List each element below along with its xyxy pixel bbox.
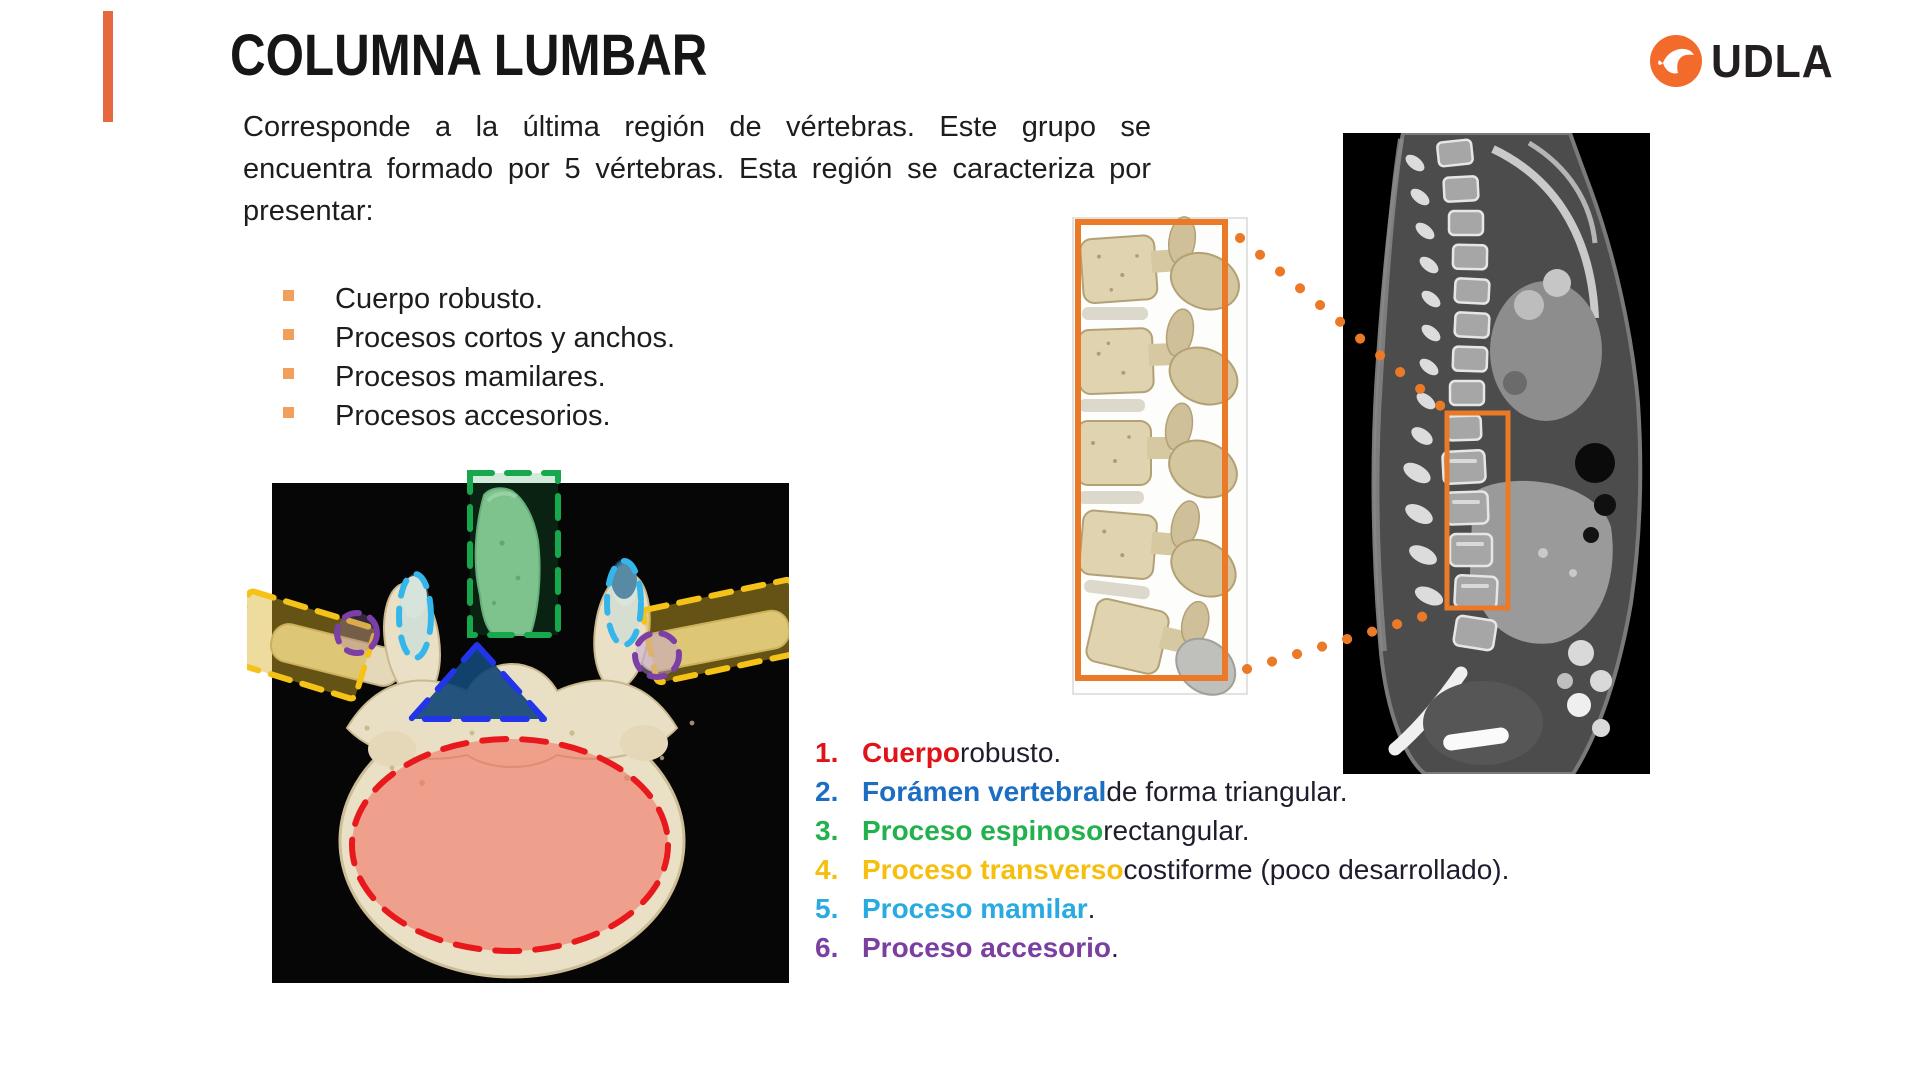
vertebra-annotations [247, 470, 789, 954]
left-transverse-annotation [247, 588, 378, 702]
right-mamillary-annotation [604, 558, 644, 648]
item-term: Cuerpo [862, 737, 960, 768]
bullet-label: Procesos mamilares. [335, 361, 606, 393]
ct-scan-image [1343, 133, 1650, 774]
intro-line: encuentra formado por 5 vértebras. Esta … [243, 153, 1151, 185]
ct-lumbar-highlight [1444, 410, 1511, 611]
intro-line: presentar: [243, 195, 374, 227]
item-rest: de forma triangular. [1106, 776, 1348, 807]
illustration-frame [1075, 219, 1228, 681]
right-accessory-annotation [632, 630, 682, 680]
item-term: Forámen vertebral [862, 776, 1107, 807]
item-number: 5. [815, 893, 839, 924]
list-item: Cuerpo robusto. [283, 281, 803, 320]
spinous-process-annotation [467, 470, 561, 638]
item-rest: robusto. [960, 737, 1062, 768]
item-number: 3. [815, 815, 839, 846]
udla-logo: UDLA [1649, 34, 1843, 88]
item-number: 6. [815, 932, 839, 963]
list-item: Procesos cortos y anchos. [283, 320, 803, 359]
item-term: Proceso espinoso [862, 815, 1104, 846]
intro-paragraph: Corresponde a la última región de vérteb… [243, 106, 1151, 232]
item-term: Proceso mamilar [862, 893, 1088, 924]
list-item: 3. Proceso espinoso rectangular. [815, 811, 1575, 850]
vertebra-photo [247, 470, 789, 983]
list-item: Procesos mamilares. [283, 359, 803, 398]
bullet-label: Cuerpo robusto. [335, 283, 543, 315]
list-item: 6. Proceso accesorio . [815, 928, 1575, 967]
list-item: 5. Proceso mamilar . [815, 889, 1575, 928]
body-annotation [349, 736, 671, 954]
item-term: Proceso accesorio [862, 932, 1112, 963]
ct-spine [1436, 138, 1499, 652]
page-title: COLUMNA LUMBAR [230, 23, 708, 88]
item-rest: rectangular. [1103, 815, 1250, 846]
bullet-label: Procesos cortos y anchos. [335, 322, 676, 354]
intro-line: Corresponde a la última región de vérteb… [243, 111, 1151, 143]
lumbar-vertebrae-drawing [1076, 216, 1240, 696]
numbered-list: 1. Cuerpo robusto. 2. Forámen vertebral … [815, 733, 1575, 967]
item-rest: . [1087, 893, 1096, 924]
square-bullet-icon [283, 407, 294, 418]
spine-illustration [1070, 215, 1251, 698]
bullet-label: Procesos accesorios. [335, 400, 611, 432]
list-item: 4. Proceso transverso costiforme (poco d… [815, 850, 1575, 889]
accent-bar [103, 11, 113, 122]
list-item: 1. Cuerpo robusto. [815, 733, 1575, 772]
left-mamillary-annotation [396, 571, 434, 661]
square-bullet-icon [283, 290, 294, 301]
left-accessory-annotation [334, 610, 380, 656]
square-bullet-icon [283, 329, 294, 340]
udla-logo-icon [1650, 35, 1702, 87]
item-number: 4. [815, 854, 839, 885]
item-term: Proceso transverso [862, 854, 1124, 885]
right-transverse-annotation [639, 576, 789, 686]
vertebral-foramen-annotation [408, 642, 547, 722]
list-item: Procesos accesorios. [283, 398, 803, 437]
item-number: 2. [815, 776, 839, 807]
square-bullet-icon [283, 368, 294, 379]
item-rest: . [1111, 932, 1119, 963]
bullet-list: Cuerpo robusto. Procesos cortos y anchos… [283, 281, 803, 437]
udla-logo-text: UDLA [1711, 35, 1834, 87]
item-number: 1. [815, 737, 839, 768]
item-rest: costiforme (poco desarrollado). [1123, 854, 1510, 885]
list-item: 2. Forámen vertebral de forma triangular… [815, 772, 1575, 811]
